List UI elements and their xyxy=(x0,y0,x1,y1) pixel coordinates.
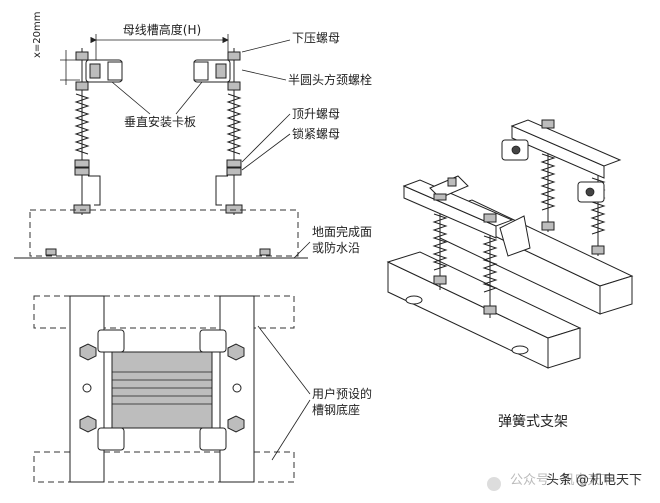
user-base-label-line1: 用户预设的 xyxy=(312,386,372,401)
front-elevation: x=20mm 母线槽高度(H) xyxy=(14,11,372,259)
iso-nut-rl-top xyxy=(541,119,555,129)
iso-base-slot-2 xyxy=(511,345,529,355)
right-lock-nut xyxy=(226,167,242,176)
bolt-leader xyxy=(241,69,287,81)
right-angle-bracket xyxy=(215,175,228,206)
press-nut-leader xyxy=(241,39,291,53)
left-press-nut xyxy=(75,81,89,91)
plan-clamp-tl xyxy=(97,329,125,353)
right-clamp-bolt-head xyxy=(215,63,227,79)
left-spring-assembly xyxy=(73,48,123,215)
floor-label-line2: 或防水沿 xyxy=(312,240,360,255)
right-spring xyxy=(226,93,242,155)
vertical-plate-leader-left xyxy=(111,81,151,115)
left-clamp-bolt-head xyxy=(89,63,101,79)
left-lift-nut xyxy=(74,159,90,168)
iso-nut-fl-bottom xyxy=(433,275,447,285)
left-base-nut xyxy=(73,204,91,214)
right-base-nut xyxy=(225,204,243,214)
watermark-faint-text: 公众号 · 机电天下 xyxy=(510,473,613,488)
plan-clamp-bl xyxy=(97,427,125,451)
plan-nut-br xyxy=(227,415,245,433)
right-lift-nut xyxy=(226,159,242,168)
iso-base-channel-end xyxy=(547,327,581,369)
iso-spring-front-right xyxy=(482,235,498,293)
vertical-plate-label: 垂直安装卡板 xyxy=(124,114,196,129)
iso-base-slot-1 xyxy=(405,295,423,305)
front-base-channel xyxy=(29,209,299,257)
plan-clamp-tr xyxy=(199,329,227,353)
plan-bottom-channel xyxy=(33,451,295,483)
lift-nut-label: 顶升螺母 xyxy=(292,107,340,121)
left-lock-nut xyxy=(74,167,90,176)
iso-rear-clamp-right-bolt xyxy=(585,187,595,197)
iso-nut-rr-bottom xyxy=(591,245,605,255)
left-clamp-jaw xyxy=(107,61,123,81)
watermark-left: 头条 xyxy=(546,472,572,488)
right-press-nut xyxy=(227,81,241,91)
iso-rear-crossbar-top xyxy=(510,119,622,167)
plan-clamp-br xyxy=(199,427,227,451)
lift-nut-leader xyxy=(241,113,291,163)
plan-busbar-body xyxy=(111,351,213,429)
dim-x-label: x=20mm xyxy=(32,11,43,58)
watermark-at: @ xyxy=(576,473,589,488)
right-top-nut xyxy=(227,51,241,61)
right-spring-assembly xyxy=(193,48,243,215)
press-nut-label: 下压螺母 xyxy=(292,31,340,45)
watermark-name: 机电天下 xyxy=(590,473,642,488)
iso-rear-channel-end xyxy=(599,275,633,315)
floor-anchor-left xyxy=(45,248,57,256)
floor-label-line1: 地面完成面 xyxy=(312,224,372,239)
iso-spring-rear-left xyxy=(540,153,556,211)
floor-anchor-right xyxy=(259,248,271,256)
iso-front-clamp-bolt xyxy=(447,177,457,187)
left-angle-bracket xyxy=(88,175,101,206)
floor-leader xyxy=(293,241,311,259)
iso-rear-clamp-left-bolt xyxy=(511,145,521,155)
spring-support-label: 弹簧式支架 xyxy=(498,414,568,430)
watermark-logo-icon xyxy=(487,477,501,491)
iso-nut-fr-top xyxy=(483,213,497,223)
lock-nut-leader xyxy=(241,133,291,171)
user-base-label-line2: 槽钢底座 xyxy=(312,402,360,417)
plan-nut-bl xyxy=(79,415,97,433)
user-base-leader-bottom xyxy=(271,399,311,461)
right-clamp-jaw xyxy=(193,61,209,81)
busbar-height-label: 母线槽高度(H) xyxy=(123,22,201,37)
watermark: 公众号 · 机电天下 头条 @ 机电天下 xyxy=(487,472,642,491)
left-spring xyxy=(74,93,90,155)
iso-front-channel-clamp xyxy=(499,215,531,257)
plan-nut-tr xyxy=(227,343,245,361)
iso-nut-fr-bottom xyxy=(483,305,497,315)
plan-view: 用户预设的 槽钢底座 xyxy=(33,295,372,483)
user-base-leader-top xyxy=(257,325,311,395)
left-top-nut xyxy=(75,51,89,61)
lock-nut-label: 锁紧螺母 xyxy=(292,126,340,141)
iso-nut-fl-top xyxy=(433,193,447,201)
plan-top-channel xyxy=(33,295,295,329)
vertical-plate-leader-right xyxy=(175,81,203,115)
iso-nut-rl-bottom xyxy=(541,221,555,231)
iso-spring-front-left xyxy=(432,213,448,271)
isometric-view: 弹簧式支架 xyxy=(386,119,634,430)
plan-hole-left xyxy=(82,383,92,393)
bolt-label: 半圆头方颈螺栓 xyxy=(288,72,372,87)
plan-hole-right xyxy=(232,383,242,393)
plan-nut-tl xyxy=(79,343,97,361)
